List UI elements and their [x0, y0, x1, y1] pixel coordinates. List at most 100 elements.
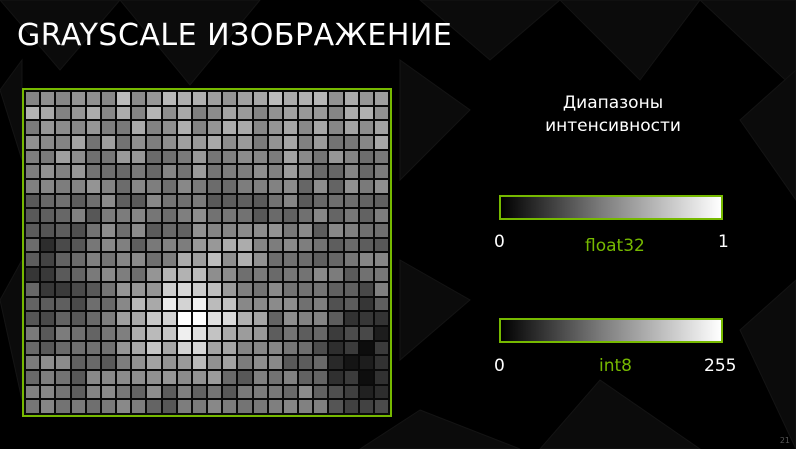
pixel-cell [117, 92, 131, 105]
pixel-cell [132, 92, 146, 105]
pixel-cell [268, 282, 282, 296]
pixel-cell [26, 253, 40, 267]
pixel-cell [132, 165, 146, 179]
pixel-cell [192, 400, 206, 413]
pixel-cell [117, 180, 131, 193]
pixel-cell [344, 253, 358, 267]
pixel-cell [192, 209, 206, 223]
pixel-cell [117, 326, 131, 340]
pixel-cell [253, 150, 267, 164]
pixel-cell [374, 121, 388, 135]
pixel-cell [71, 180, 85, 193]
pixel-cell [71, 268, 85, 281]
pixel-cell [268, 92, 282, 105]
pixel-cell [238, 326, 252, 340]
pixel-cell [253, 224, 267, 237]
pixel-cell [147, 282, 161, 296]
pixel-cell [56, 121, 70, 135]
pixel-cell [177, 106, 191, 120]
pixel-cell [299, 400, 313, 413]
pixel-cell [359, 341, 373, 355]
pixel-cell [132, 268, 146, 281]
pixel-cell [268, 106, 282, 120]
pixel-cell [192, 194, 206, 208]
pixel-cell [86, 165, 100, 179]
pixel-cell [374, 268, 388, 281]
pixel-cell [208, 297, 222, 311]
pixel-cell [132, 356, 146, 369]
pixel-cell [314, 194, 328, 208]
pixel-cell [253, 268, 267, 281]
pixel-cell [101, 268, 115, 281]
pixel-cell [162, 224, 176, 237]
pixel-cell [71, 385, 85, 399]
pixel-cell [86, 253, 100, 267]
pixel-cell [162, 121, 176, 135]
pixel-cell [374, 297, 388, 311]
pixel-cell [238, 385, 252, 399]
pixel-cell [101, 180, 115, 193]
pixel-cell [162, 136, 176, 149]
pixel-cell [192, 106, 206, 120]
pixel-cell [344, 326, 358, 340]
pixel-cell [268, 385, 282, 399]
int8-max-label: 255 [704, 356, 737, 376]
pixel-cell [238, 312, 252, 325]
pixel-cell [101, 121, 115, 135]
pixel-cell [162, 238, 176, 252]
pixel-cell [147, 370, 161, 384]
pixel-cell [223, 341, 237, 355]
pixel-cell [299, 194, 313, 208]
pixel-cell [253, 385, 267, 399]
pixel-cell [344, 312, 358, 325]
pixel-cell [26, 136, 40, 149]
pixel-cell [359, 385, 373, 399]
pixel-cell [86, 341, 100, 355]
pixel-cell [101, 106, 115, 120]
pixel-cell [177, 297, 191, 311]
pixel-cell [374, 165, 388, 179]
pixel-cell [86, 268, 100, 281]
pixel-cell [299, 106, 313, 120]
pixel-cell [329, 180, 343, 193]
pixel-cell [192, 92, 206, 105]
pixel-cell [162, 356, 176, 369]
pixel-cell [56, 312, 70, 325]
pixel-cell [177, 326, 191, 340]
pixel-cell [344, 356, 358, 369]
pixel-cell [117, 400, 131, 413]
pixel-cell [56, 106, 70, 120]
pixel-cell [177, 341, 191, 355]
pixel-cell [223, 238, 237, 252]
pixel-cell [283, 224, 297, 237]
pixel-cell [71, 326, 85, 340]
pixel-cell [268, 400, 282, 413]
pixel-cell [253, 121, 267, 135]
pixel-cell [71, 194, 85, 208]
pixel-cell [147, 224, 161, 237]
pixel-cell [117, 194, 131, 208]
pixel-cell [147, 385, 161, 399]
pixel-cell [56, 224, 70, 237]
pixel-cell [253, 180, 267, 193]
pixel-cell [177, 224, 191, 237]
pixel-cell [208, 150, 222, 164]
pixel-cell [192, 180, 206, 193]
pixel-cell [26, 238, 40, 252]
pixel-cell [26, 150, 40, 164]
pixel-cell [86, 92, 100, 105]
pixel-cell [268, 165, 282, 179]
pixel-cell [162, 106, 176, 120]
pixel-cell [132, 121, 146, 135]
pixel-cell [374, 282, 388, 296]
pixel-cell [253, 341, 267, 355]
pixel-cell [223, 165, 237, 179]
pixel-cell [132, 136, 146, 149]
pixel-cell [344, 194, 358, 208]
pixel-cell [329, 326, 343, 340]
pixel-cell [41, 194, 55, 208]
pixel-cell [329, 268, 343, 281]
pixel-cell [283, 121, 297, 135]
pixel-cell [314, 356, 328, 369]
pixel-cell [359, 121, 373, 135]
